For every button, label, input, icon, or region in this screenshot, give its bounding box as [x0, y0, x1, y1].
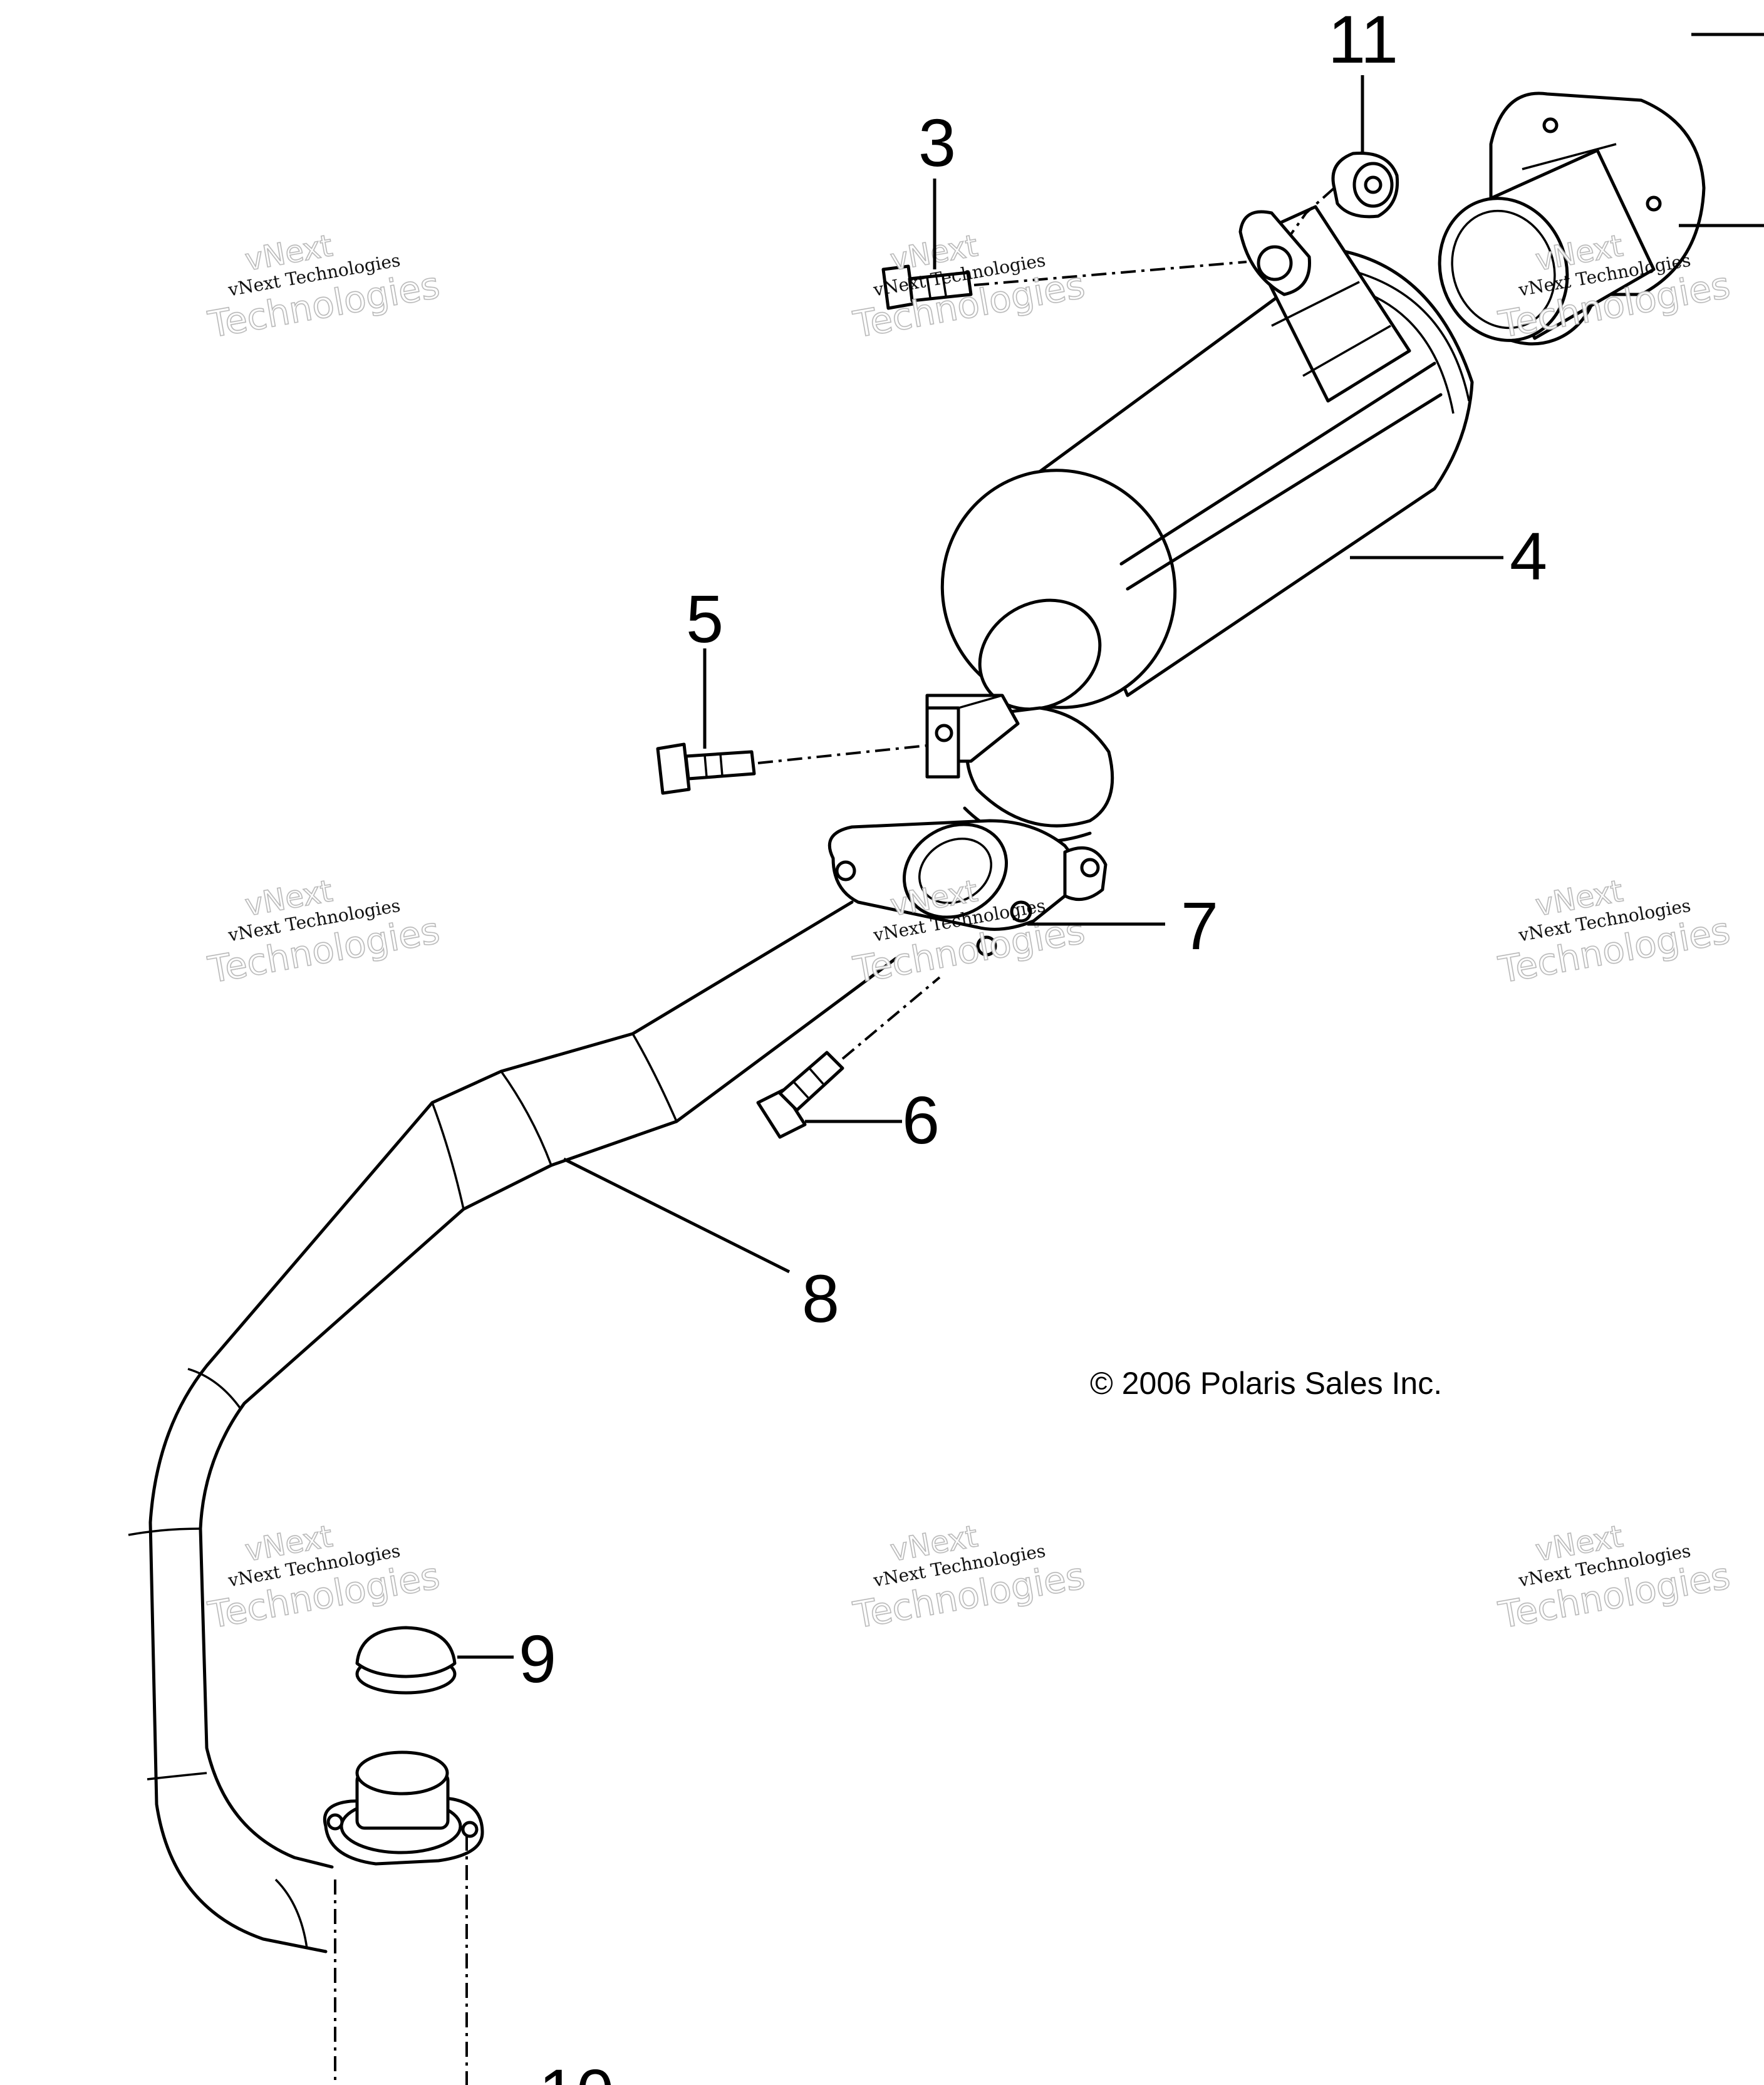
- callout-11: 11: [1328, 1, 1398, 77]
- callout-6: 6: [902, 1082, 940, 1158]
- watermark: vNext vNext Technologies Technologies: [204, 227, 443, 346]
- callout-3: 3: [918, 105, 956, 180]
- bolt-3: [881, 261, 1247, 310]
- callout-5: 5: [686, 581, 724, 657]
- watermark: vNext vNext Technologies Technologies: [849, 1518, 1088, 1637]
- exhaust-flange-bottom: [323, 1750, 484, 2085]
- leader-lines: [457, 75, 1503, 1659]
- watermark: vNext vNext Technologies Technologies: [849, 873, 1088, 992]
- watermark: vNext vNext Technologies Technologies: [1495, 873, 1733, 992]
- clamp-bracket: [925, 694, 1020, 779]
- watermark: vNext vNext Technologies Technologies: [204, 1518, 443, 1637]
- nut-11: [1289, 151, 1399, 236]
- callout-labels: 3 4 5 6 7 8 9 10 11: [519, 1, 1547, 2085]
- head-pipe: [128, 900, 898, 1953]
- callout-4: 4: [1510, 518, 1547, 594]
- spark-arrestor: [1438, 33, 1764, 346]
- callout-7: 7: [1181, 888, 1218, 964]
- muffler: [940, 205, 1474, 843]
- callout-9: 9: [519, 1621, 556, 1697]
- leader-8: [563, 1157, 791, 1274]
- copyright-text: © 2006 Polaris Sales Inc.: [1090, 1366, 1442, 1401]
- bolt-6: [756, 976, 941, 1139]
- callout-8: 8: [802, 1261, 839, 1336]
- exhaust-gasket: [355, 1626, 457, 1695]
- watermark: vNext vNext Technologies Technologies: [849, 227, 1088, 346]
- callout-10: 10: [539, 2055, 614, 2085]
- joint-flange: [828, 819, 1108, 957]
- watermark: vNext vNext Technologies Technologies: [1495, 1518, 1733, 1637]
- watermark: vNext vNext Technologies Technologies: [204, 873, 443, 992]
- bolt-5: [656, 742, 928, 795]
- watermark-group: vNext vNext Technologies Technologies vN…: [204, 227, 1733, 1637]
